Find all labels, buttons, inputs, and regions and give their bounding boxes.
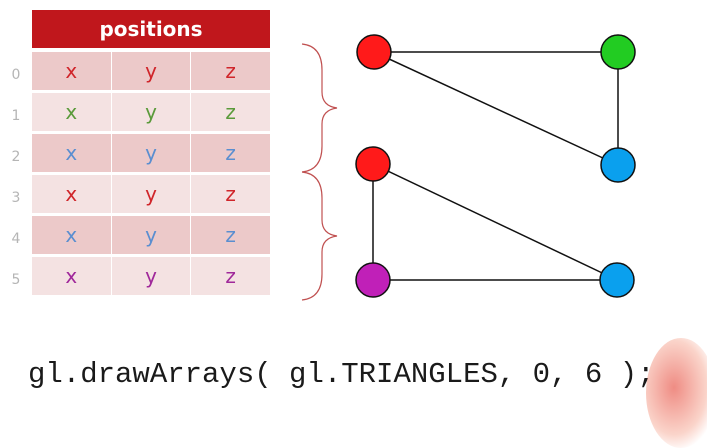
cell-x: x	[32, 257, 111, 295]
table-row-3: x y z	[32, 175, 271, 213]
row-index-2: 2	[11, 149, 21, 165]
table-row-1: x y z	[32, 93, 271, 131]
table-row-5: x y z	[32, 257, 271, 295]
row-index-5: 5	[11, 272, 21, 288]
cell-y: y	[111, 134, 191, 172]
vertex-red	[356, 34, 392, 70]
positions-table-header: positions	[32, 10, 270, 48]
brace-bottom	[301, 171, 338, 301]
cell-y: y	[111, 175, 191, 213]
row-index-4: 4	[11, 231, 21, 247]
row-index-3: 3	[11, 190, 21, 206]
table-row-2: x y z	[32, 134, 271, 172]
cell-y: y	[111, 52, 191, 90]
diagram: positions 0 x y z 1 x y z 2 x y z 3 x y …	[11, 10, 707, 448]
vertex-green	[600, 34, 636, 70]
cell-y: y	[111, 93, 191, 131]
table-row-4: x y z	[32, 216, 271, 254]
cell-z: z	[191, 52, 271, 90]
cell-z: z	[191, 93, 271, 131]
triangle-diagram	[301, 34, 636, 301]
brace-top	[301, 43, 338, 173]
edge	[372, 163, 618, 281]
cell-z: z	[191, 257, 271, 295]
cell-x: x	[32, 216, 111, 254]
row-index-0: 0	[11, 67, 21, 83]
edge	[373, 51, 619, 166]
hand-smudge	[646, 338, 707, 448]
cell-x: x	[32, 134, 111, 172]
cell-z: z	[191, 216, 271, 254]
cell-x: x	[32, 52, 111, 90]
cell-y: y	[111, 216, 191, 254]
vertex-blue	[600, 147, 636, 183]
cell-x: x	[32, 175, 111, 213]
cell-z: z	[191, 175, 271, 213]
vertex-red	[355, 146, 391, 182]
vertex-blue	[599, 262, 635, 298]
table-row-0: x y z	[32, 52, 271, 90]
row-index-1: 1	[11, 108, 21, 124]
code-line: gl.drawArrays( gl.TRIANGLES, 0, 6 );	[28, 358, 655, 391]
cell-z: z	[191, 134, 271, 172]
vertex-magenta	[355, 262, 391, 298]
cell-x: x	[32, 93, 111, 131]
cell-y: y	[111, 257, 191, 295]
